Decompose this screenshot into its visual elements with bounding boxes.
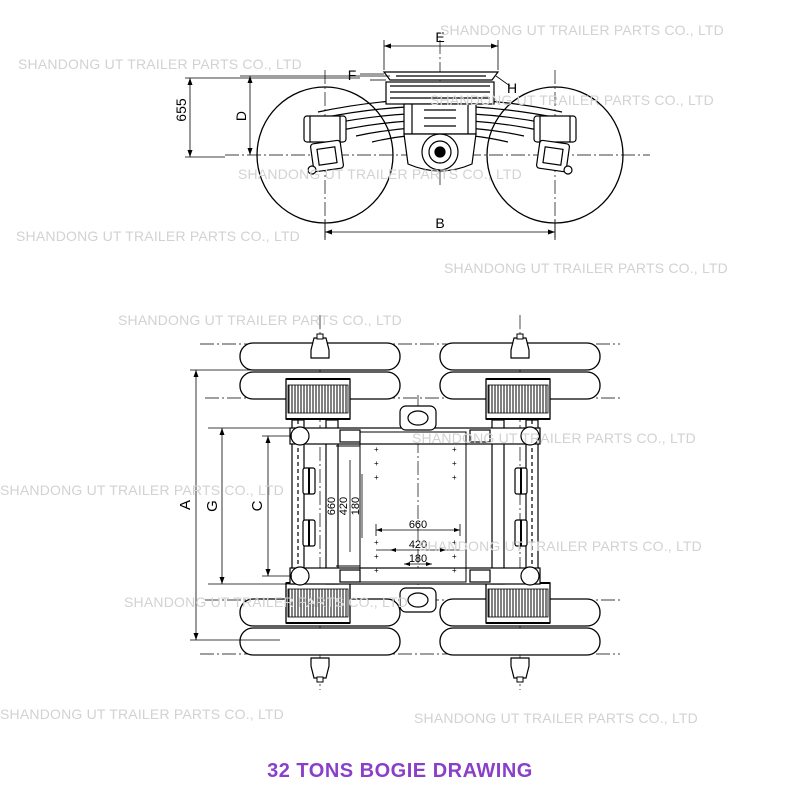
svg-text:+: + [374,552,379,561]
svg-text:+: + [452,566,457,575]
axles [291,419,539,585]
watermark: SHANDONG UT TRAILER PARTS CO., LTD [118,312,402,328]
svg-text:+: + [452,552,457,561]
bolt-holes: + + + + + + + + + + + + [374,445,457,575]
svg-text:+: + [374,538,379,547]
spring-seats [302,467,528,547]
axle-seat-rear [533,115,577,175]
dimension-label-b: B [435,215,444,231]
dimension-label-g: G [204,500,221,512]
dimension-label-e: E [435,29,444,45]
dimension-label-d: D [233,111,249,121]
dimension-label-f: F [348,67,357,83]
svg-text:+: + [452,538,457,547]
watermark: SHANDONG UT TRAILER PARTS CO., LTD [430,92,714,108]
dimension-label-180-horizontal: 180 [409,553,427,565]
dimension-label-h: H [507,80,517,96]
watermark: SHANDONG UT TRAILER PARTS CO., LTD [440,22,724,38]
watermark: SHANDONG UT TRAILER PARTS CO., LTD [124,594,408,610]
watermark: SHANDONG UT TRAILER PARTS CO., LTD [0,482,284,498]
watermark: SHANDONG UT TRAILER PARTS CO., LTD [412,430,696,446]
dimension-label-660-horizontal: 660 [409,519,427,531]
svg-text:+: + [452,473,457,482]
top-dimension-arrows [193,370,460,640]
drawing-caption: 32 TONS BOGIE DRAWING [267,760,533,782]
dimension-label-420-vertical: 420 [338,497,350,515]
svg-text:+: + [374,566,379,575]
trunnion-bracket [382,71,500,172]
leaf-spring-assembly [317,81,563,143]
watermark: SHANDONG UT TRAILER PARTS CO., LTD [418,538,702,554]
svg-text:+: + [374,445,379,454]
watermark: SHANDONG UT TRAILER PARTS CO., LTD [414,710,698,726]
side-dimension-arrows [187,43,555,235]
svg-text:+: + [452,445,457,454]
watermark: SHANDONG UT TRAILER PARTS CO., LTD [18,56,302,72]
svg-text:+: + [452,459,457,468]
watermark: SHANDONG UT TRAILER PARTS CO., LTD [238,166,522,182]
svg-text:+: + [374,473,379,482]
dimension-label-a: A [177,500,194,510]
dimension-label-c: C [249,500,266,511]
mounting-plate [336,431,467,583]
dimension-label-180-vertical: 180 [350,497,362,515]
dimension-label-655: 655 [173,98,189,122]
watermark: SHANDONG UT TRAILER PARTS CO., LTD [0,706,284,722]
top-view: + + + + + + + + + + + + [177,315,620,690]
trunnion-mounts [399,405,437,613]
dimension-label-660-vertical: 660 [326,497,338,515]
side-dimensions [185,40,556,240]
dimension-label-420-horizontal: 420 [409,539,427,551]
side-view: E F H 655 D B [173,29,650,240]
axle-seat-front [303,115,347,175]
svg-text:+: + [374,459,379,468]
watermark: SHANDONG UT TRAILER PARTS CO., LTD [16,228,300,244]
watermark: SHANDONG UT TRAILER PARTS CO., LTD [444,260,728,276]
